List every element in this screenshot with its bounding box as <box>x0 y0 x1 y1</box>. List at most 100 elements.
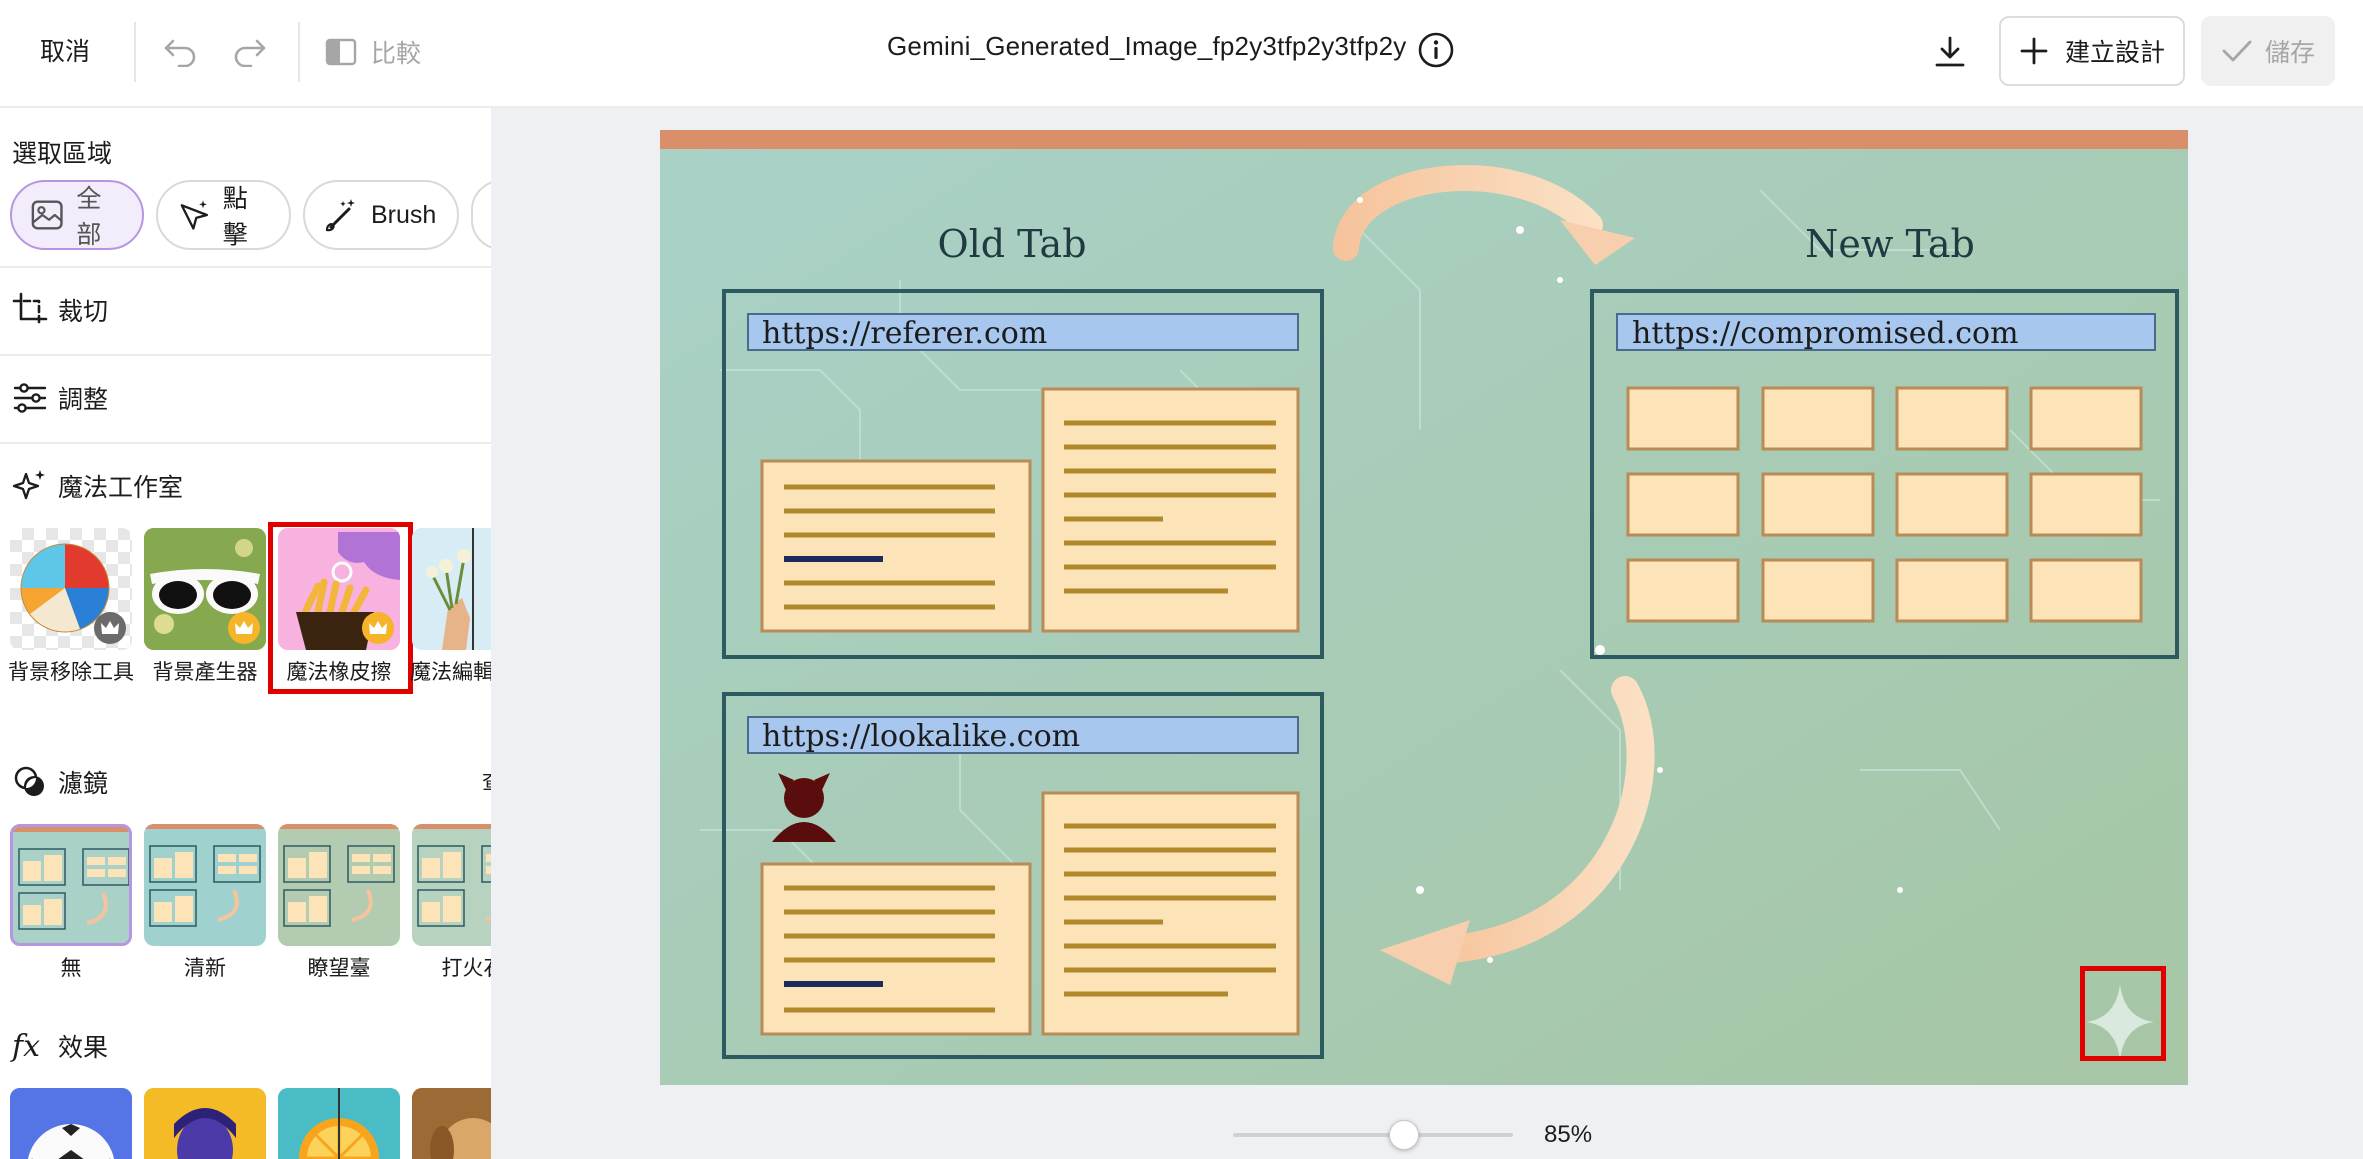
toolbar-divider <box>134 22 136 82</box>
magic-edit-label: 魔法編輯工具 <box>410 661 491 684</box>
cancel-button[interactable]: 取消 <box>40 38 91 66</box>
section-divider <box>0 354 491 356</box>
zoom-slider-track[interactable] <box>1233 1133 1513 1137</box>
fx-icon: fx <box>12 1028 41 1064</box>
section-divider <box>0 266 491 268</box>
compare-icon <box>325 38 357 66</box>
click-select-label: 點擊 <box>222 185 248 249</box>
premium-crown-icon <box>362 612 394 644</box>
orange-slice-icon <box>278 1088 400 1159</box>
zoom-slider-thumb[interactable] <box>1388 1120 1419 1150</box>
filter-label: 打火石 <box>441 957 492 980</box>
background-remover-label: 背景移除工具 <box>8 661 134 684</box>
background-remover-tool[interactable] <box>10 528 132 650</box>
new-tab-heading: New Tab <box>1805 222 1975 266</box>
beach-ball-icon <box>20 543 110 633</box>
filter-preview-icon <box>412 824 491 927</box>
old-tab-window: https://referer.com <box>722 289 1324 659</box>
edit-panel: 選取區域 全部 點擊 Brush 裁切 <box>0 108 491 1159</box>
undo-icon <box>164 39 196 67</box>
magic-edit-tool[interactable] <box>412 528 491 650</box>
magic-eraser-tool[interactable] <box>278 528 400 650</box>
image-icon <box>31 200 63 230</box>
lookalike-url-text: https://lookalike.com <box>762 719 1080 754</box>
compare-button[interactable]: 比較 <box>325 28 421 76</box>
redo-icon <box>234 39 266 67</box>
arrowhead <box>1380 920 1470 985</box>
sparkle-icon <box>12 470 45 500</box>
filter-label: 瞭望臺 <box>307 957 371 980</box>
download-icon <box>1935 36 1965 67</box>
magic-eraser-highlight <box>268 522 413 694</box>
gemini-sparkle-watermark <box>2086 984 2154 1060</box>
magic-pointer-icon <box>180 200 209 230</box>
magic-eraser-label: 魔法橡皮擦 <box>286 661 392 684</box>
filters-header: 濾鏡 <box>12 764 108 800</box>
filter-tile[interactable] <box>278 824 400 946</box>
edited-image[interactable]: Old Tab New Tab https://referer.com <box>660 130 2188 1085</box>
undo-button[interactable] <box>156 28 204 76</box>
filter-preview-icon <box>278 824 400 927</box>
filter-preview-icon <box>13 827 129 930</box>
compare-label: 比較 <box>371 40 422 68</box>
arrowhead <box>1560 220 1635 265</box>
adjust-label: 調整 <box>58 386 109 414</box>
brush-select-label: Brush <box>371 200 437 229</box>
filters-icon <box>14 766 44 796</box>
zoom-percentage: 85% <box>1544 1121 1593 1148</box>
watermark-highlight <box>2080 966 2166 1061</box>
magic-studio-header: 魔法工作室 <box>12 468 183 504</box>
file-title: Gemini_Generated_Image_fp2y3tfp2y3tfp2y <box>887 31 1407 61</box>
filters-title: 濾鏡 <box>58 770 109 798</box>
dog-icon <box>412 1088 491 1159</box>
soccer-ball-icon <box>10 1088 132 1159</box>
effects-header: fx 效果 <box>12 1028 108 1064</box>
compromised-url-text: https://compromised.com <box>1632 316 2019 351</box>
download-button[interactable] <box>1926 28 1974 76</box>
image-illustration: Old Tab New Tab https://referer.com <box>660 130 2188 1085</box>
crop-button[interactable]: 裁切 <box>12 292 108 328</box>
toolbar-divider <box>298 22 300 82</box>
info-icon[interactable] <box>1416 30 1456 70</box>
create-design-button[interactable]: 建立設計 <box>1999 16 2185 86</box>
filter-label: 無 <box>60 957 82 980</box>
effect-tile[interactable] <box>412 1088 491 1159</box>
portrait-icon <box>144 1088 266 1159</box>
effect-tile[interactable] <box>278 1088 400 1159</box>
referer-url-text: https://referer.com <box>762 316 1047 351</box>
more-select-chip[interactable] <box>471 180 491 250</box>
redo-button[interactable] <box>226 28 274 76</box>
magic-brush-icon <box>325 199 355 232</box>
magic-studio-title: 魔法工作室 <box>58 474 184 502</box>
brush-select-chip[interactable]: Brush <box>303 180 459 250</box>
background-generator-label: 背景產生器 <box>152 661 258 684</box>
filter-label: 清新 <box>184 957 226 980</box>
save-label: 儲存 <box>2264 39 2315 67</box>
save-button[interactable]: 儲存 <box>2201 16 2335 86</box>
create-design-label: 建立設計 <box>2064 39 2165 67</box>
plus-icon <box>2020 37 2048 65</box>
select-area-title: 選取區域 <box>12 140 113 168</box>
filter-tile[interactable] <box>10 824 132 946</box>
select-all-chip[interactable]: 全部 <box>10 180 144 250</box>
premium-crown-icon <box>228 612 260 644</box>
filter-tile[interactable] <box>144 824 266 946</box>
adjust-button[interactable]: 調整 <box>12 380 108 416</box>
effects-title: 效果 <box>58 1034 109 1062</box>
filter-preview-icon <box>144 824 266 927</box>
hacker-devil-icon <box>772 773 836 842</box>
sliders-icon <box>13 383 47 413</box>
effect-tile[interactable] <box>10 1088 132 1159</box>
effect-tile[interactable] <box>144 1088 266 1159</box>
select-all-label: 全部 <box>76 185 102 249</box>
curved-arrow <box>1426 676 1655 964</box>
filters-see-all-link[interactable]: 查 <box>482 766 491 796</box>
top-toolbar: 取消 比較 Gemini_Generated_Image_fp2y3tfp2y3… <box>0 0 2363 108</box>
sparkle-dots <box>1357 197 1903 963</box>
new-tab-window: https://compromised.com <box>1590 289 2179 659</box>
curved-arrow <box>1333 165 1603 261</box>
background-generator-tool[interactable] <box>144 528 266 650</box>
click-select-chip[interactable]: 點擊 <box>156 180 291 250</box>
filter-tile[interactable] <box>412 824 491 946</box>
lookalike-tab-window: https://lookalike.com <box>722 692 1324 1059</box>
